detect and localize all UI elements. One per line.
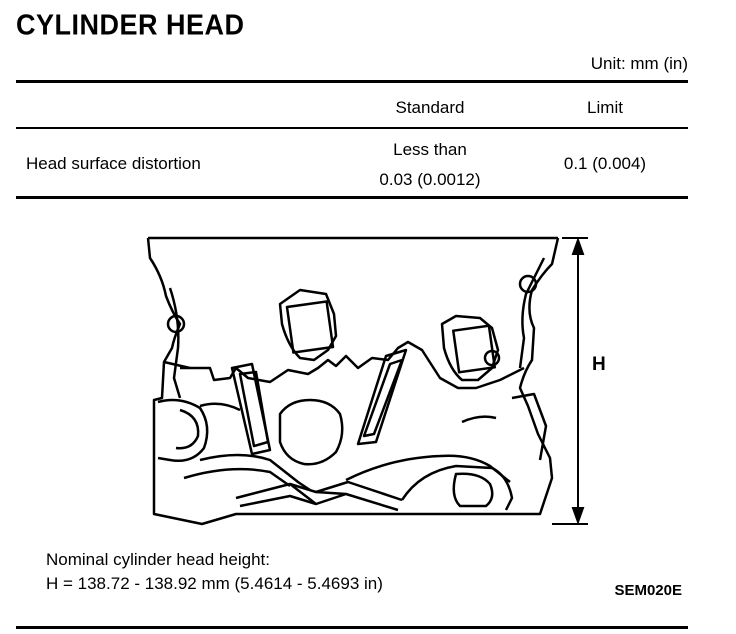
dimension-h-label: H <box>592 354 606 375</box>
unit-note: Unit: mm (in) <box>590 54 688 73</box>
figure-reference-code: SEM020E <box>614 582 682 599</box>
table-bottom-rule <box>16 196 688 199</box>
page-bottom-rule <box>16 626 688 629</box>
caption-line2: H = 138.72 - 138.92 mm (5.4614 - 5.4693 … <box>46 574 383 593</box>
row-standard-line1: Less than <box>393 140 467 159</box>
table-header-rule <box>16 127 688 129</box>
row-limit: 0.1 (0.004) <box>563 154 647 173</box>
header-standard: Standard <box>395 98 465 117</box>
row-item: Head surface distortion <box>26 154 201 173</box>
page-title: CYLINDER HEAD <box>16 9 245 41</box>
cylinder-head-cross-section-diagram <box>146 236 588 526</box>
caption-line1: Nominal cylinder head height: <box>46 550 270 569</box>
table-top-rule <box>16 80 688 83</box>
row-standard-line2: 0.03 (0.0012) <box>379 170 481 189</box>
header-limit: Limit <box>587 98 623 117</box>
